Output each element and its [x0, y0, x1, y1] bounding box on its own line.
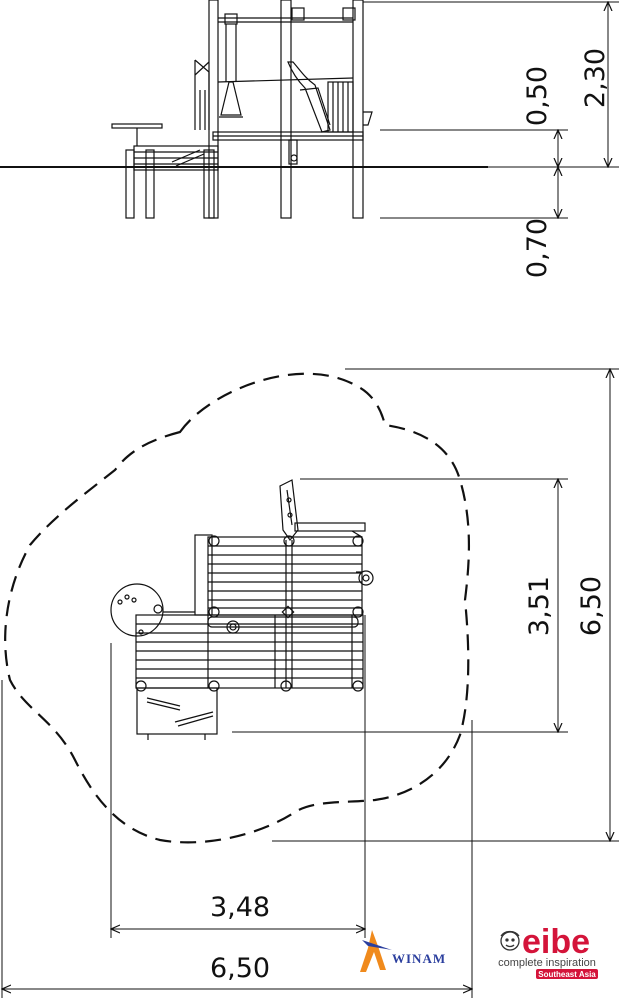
side-dimensions — [363, 2, 619, 218]
side-elevation — [0, 0, 548, 219]
eibe-face-icon — [500, 930, 520, 951]
winam-wordmark: WINAM — [392, 951, 446, 966]
dim-safety-area-width: 6,50 — [210, 953, 270, 984]
safety-area-outline — [4, 372, 470, 844]
eibe-tagline: complete inspiration — [498, 957, 596, 969]
winam-figure-icon — [360, 930, 386, 972]
dim-platform-height: 0,50 — [522, 66, 553, 126]
dim-equipment-width: 3,48 — [210, 892, 270, 923]
dim-equipment-depth: 3,51 — [524, 576, 555, 636]
eibe-region-band — [536, 969, 598, 979]
eibe-region: Southeast Asia — [538, 970, 596, 979]
dim-safety-area-depth: 6,50 — [576, 576, 607, 636]
upper-platform — [207, 536, 363, 616]
eibe-logo: eibe complete inspiration Southeast Asia — [498, 923, 598, 979]
eibe-wordmark: eibe — [522, 923, 590, 961]
dim-overall-height: 2,30 — [580, 48, 611, 108]
plan-dimensions — [2, 369, 619, 998]
post-right — [352, 0, 364, 219]
round-table — [110, 583, 164, 637]
plan-view — [4, 372, 470, 844]
post-middle — [280, 0, 292, 219]
bench-block — [136, 687, 218, 735]
winam-logo: WINAM — [360, 930, 446, 972]
dim-foundation-depth: 0,70 — [522, 218, 553, 278]
